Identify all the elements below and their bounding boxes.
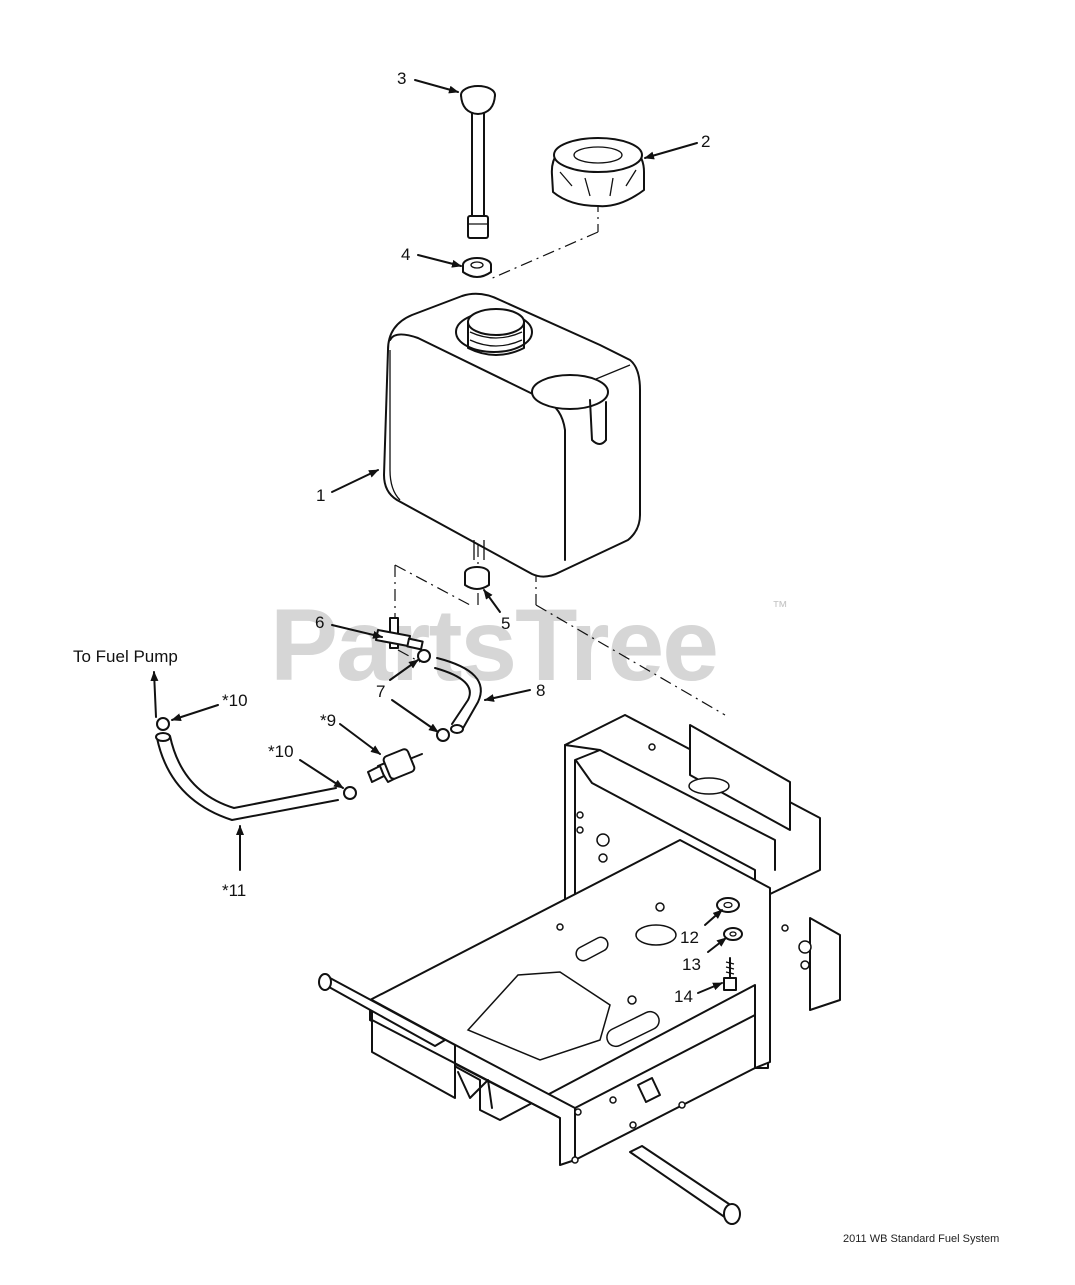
clamp-part xyxy=(156,717,357,800)
lock-washer-part xyxy=(723,927,743,941)
bolt-part xyxy=(723,957,737,991)
fuel-hose-long-part xyxy=(155,732,339,821)
callout-3: 3 xyxy=(397,69,406,88)
callout-11: *11 xyxy=(222,881,246,900)
washer-part xyxy=(716,897,740,913)
callout-5: 5 xyxy=(501,614,510,633)
callout-2: 2 xyxy=(701,132,710,151)
leader-arrows xyxy=(150,79,727,994)
callout-8: 8 xyxy=(536,681,545,700)
callout-13: 13 xyxy=(682,955,701,974)
fuel-filter-part xyxy=(367,748,423,783)
callout-1: 1 xyxy=(316,486,325,505)
hose-clamp-part xyxy=(417,649,450,742)
fuel-pump-note: To Fuel Pump xyxy=(73,647,178,666)
callout-9: *9 xyxy=(320,711,336,730)
grommet-part xyxy=(462,257,492,278)
fuel-cap-part xyxy=(550,137,645,208)
diagram-caption: 2011 WB Standard Fuel System xyxy=(843,1233,999,1245)
fuel-tank-part xyxy=(383,292,641,578)
callout-12: 12 xyxy=(680,928,699,947)
callout-10-lower: *10 xyxy=(268,742,294,761)
mower-frame-part xyxy=(318,714,841,1225)
callout-6: 6 xyxy=(315,613,324,632)
callout-7: 7 xyxy=(376,682,385,701)
watermark-text: PartsTree xyxy=(270,588,717,702)
fuel-gauge-part xyxy=(460,85,496,239)
watermark-trademark: ™ xyxy=(772,599,788,616)
callout-14: 14 xyxy=(674,987,693,1006)
callout-10-upper: *10 xyxy=(222,691,248,710)
callout-labels: 3 2 4 1 5 6 7 8 *9 *10 *10 *11 12 13 14 xyxy=(222,69,710,1006)
bushing-part xyxy=(464,566,490,590)
fuel-hose-short-part xyxy=(434,657,482,734)
frame-holes xyxy=(556,743,812,1164)
callout-4: 4 xyxy=(401,245,410,264)
